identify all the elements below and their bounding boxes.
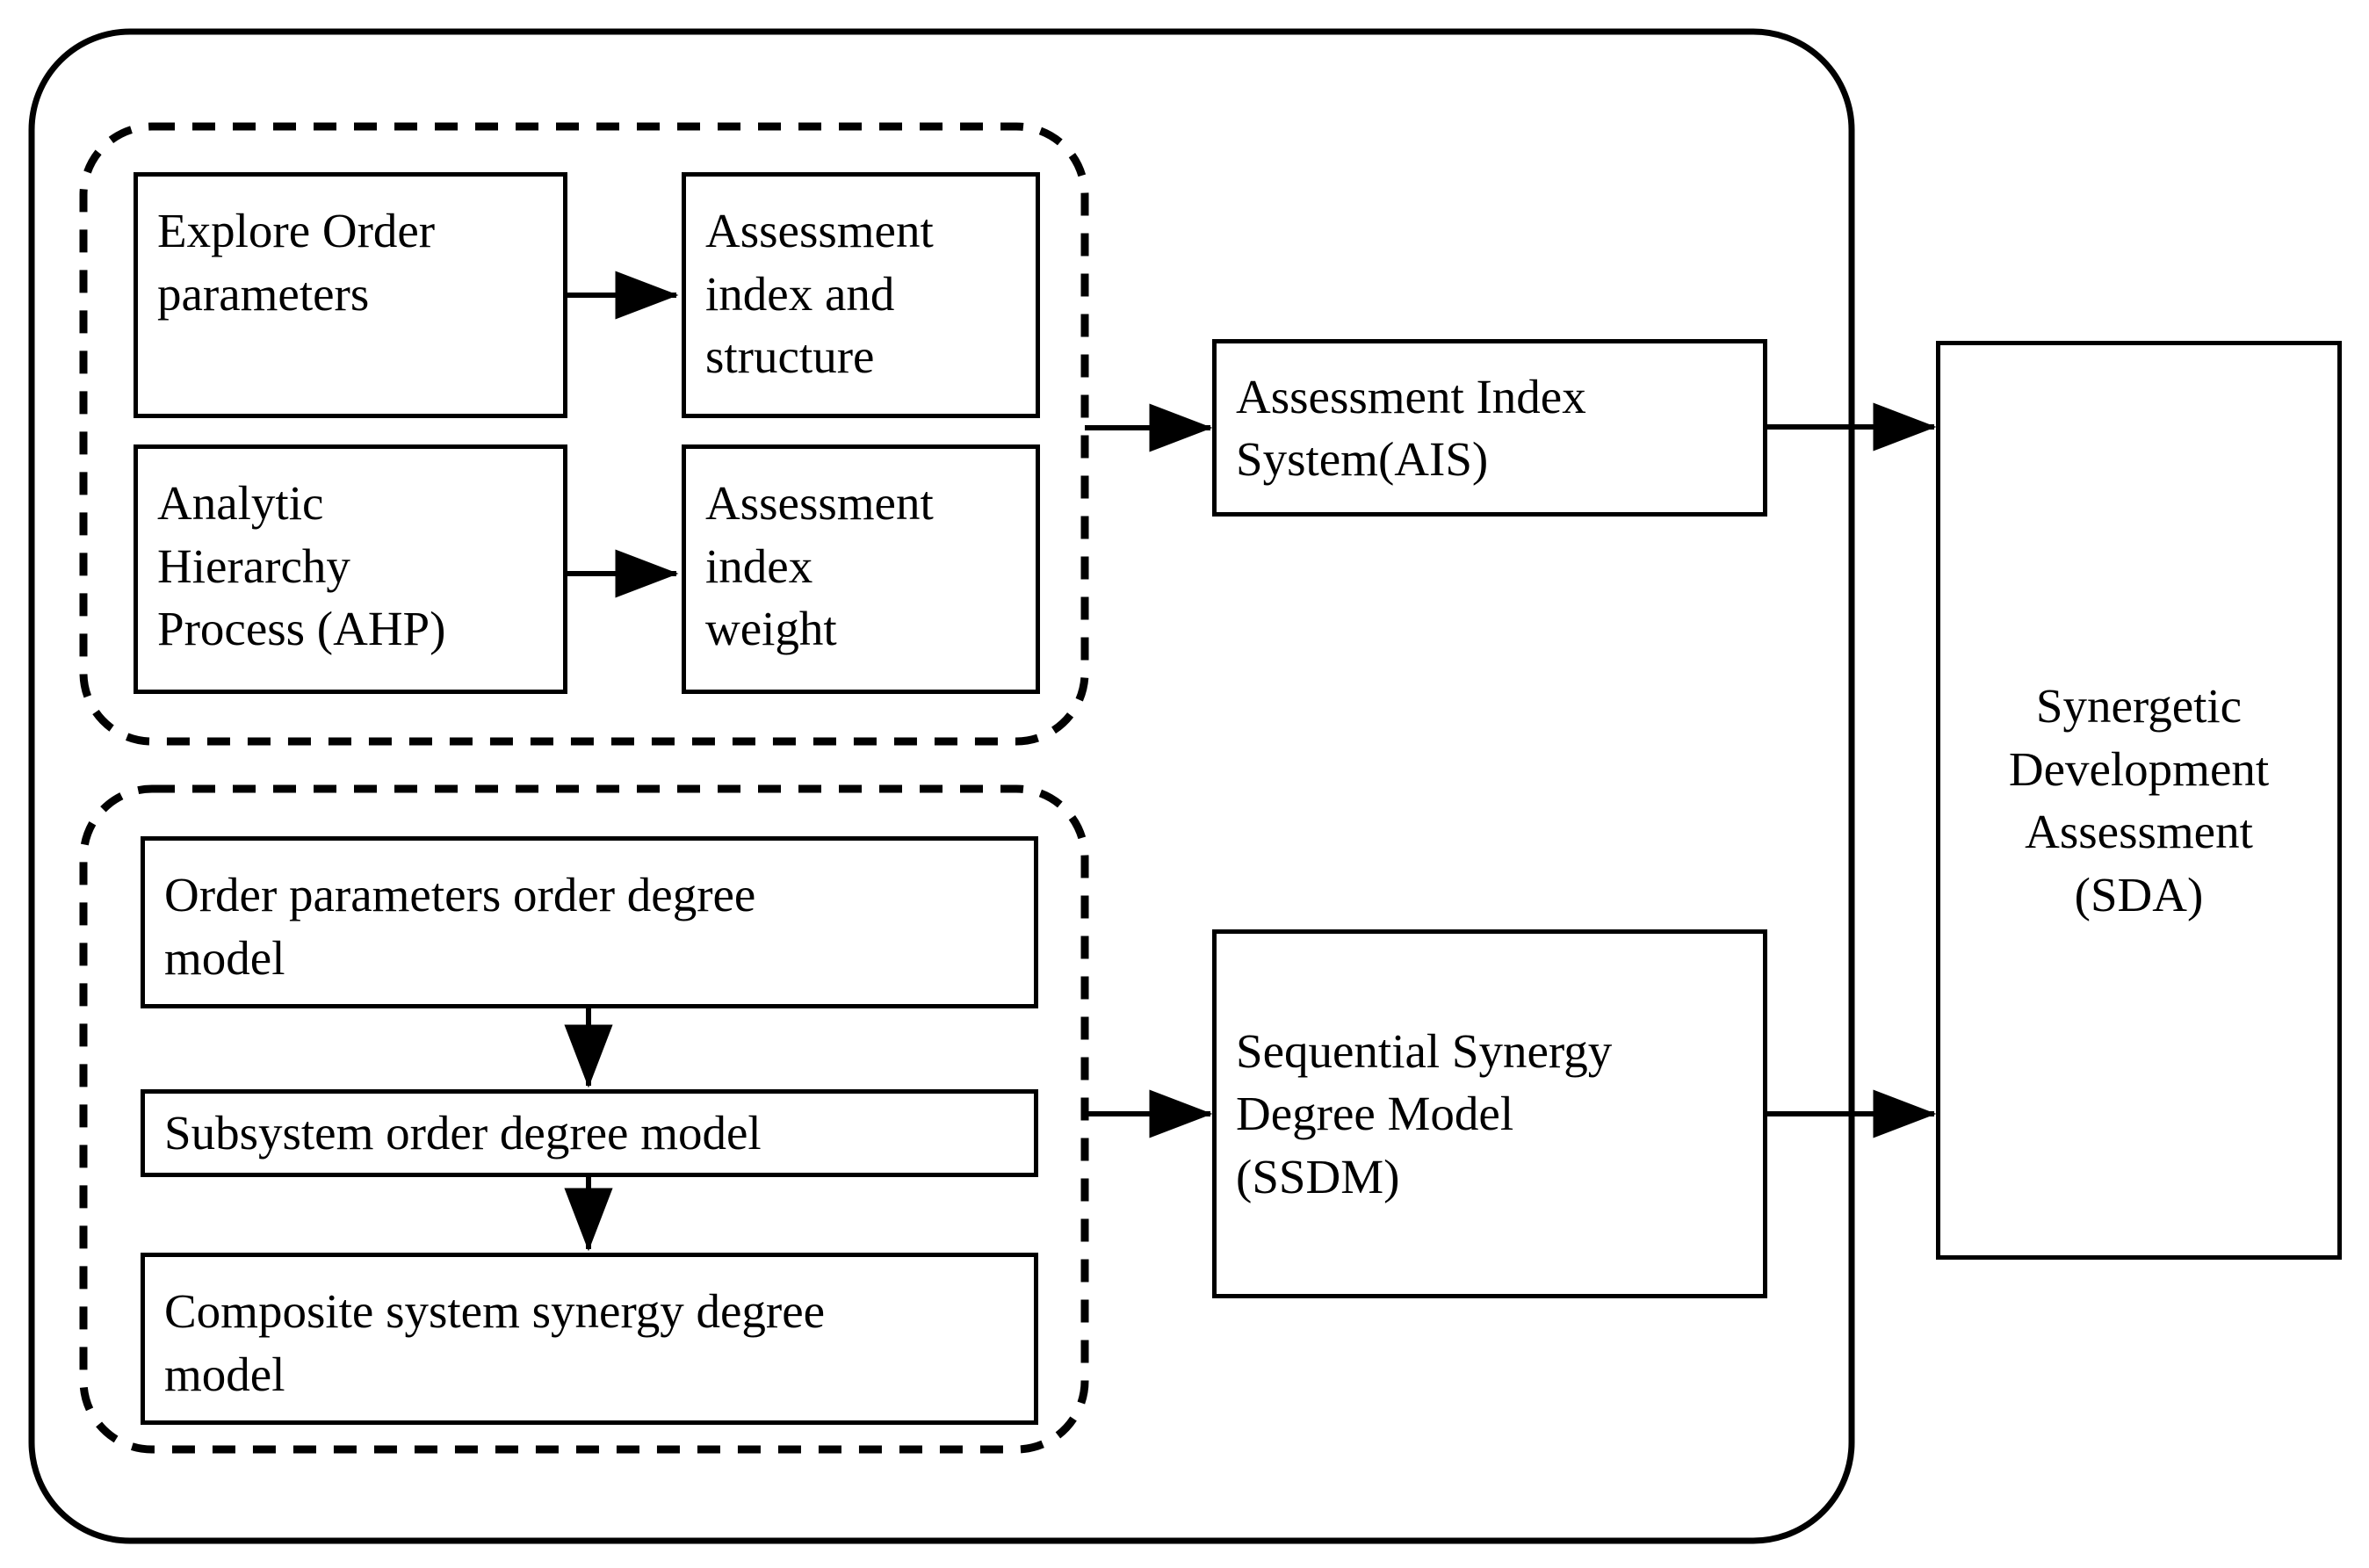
node-synergetic-development-assessment-label: Synergetic Development Assessment (SDA) bbox=[2008, 679, 2270, 921]
node-explore-order-parameters-label: Explore Order parameters bbox=[157, 204, 436, 321]
overall-framework-boundary bbox=[28, 28, 1855, 1544]
node-assessment-index-weight-label: Assessment index weight bbox=[705, 476, 934, 655]
node-order-parameters-order-degree-model[interactable]: Order parameters order degree model bbox=[141, 836, 1038, 1008]
node-composite-system-synergy-degree-model[interactable]: Composite system synergy degree model bbox=[141, 1253, 1038, 1425]
node-assessment-index-system-label: Assessment Index System(AIS) bbox=[1236, 369, 1586, 487]
synergy-model-group-boundary bbox=[79, 784, 1089, 1454]
node-assessment-index-system[interactable]: Assessment Index System(AIS) bbox=[1212, 339, 1767, 517]
node-assessment-index-and-structure[interactable]: Assessment index and structure bbox=[682, 172, 1040, 418]
node-subsystem-order-degree-model[interactable]: Subsystem order degree model bbox=[141, 1089, 1038, 1177]
node-order-parameters-order-degree-model-label: Order parameters order degree model bbox=[164, 868, 756, 985]
node-explore-order-parameters[interactable]: Explore Order parameters bbox=[134, 172, 567, 418]
node-analytic-hierarchy-process-label: Analytic Hierarchy Process (AHP) bbox=[157, 476, 446, 655]
node-analytic-hierarchy-process[interactable]: Analytic Hierarchy Process (AHP) bbox=[134, 444, 567, 694]
node-composite-system-synergy-degree-model-label: Composite system synergy degree model bbox=[164, 1284, 826, 1401]
node-synergetic-development-assessment[interactable]: Synergetic Development Assessment (SDA) bbox=[1936, 341, 2342, 1260]
node-assessment-index-weight[interactable]: Assessment index weight bbox=[682, 444, 1040, 694]
node-subsystem-order-degree-model-label: Subsystem order degree model bbox=[164, 1106, 762, 1160]
node-sequential-synergy-degree-model[interactable]: Sequential Synergy Degree Model (SSDM) bbox=[1212, 929, 1767, 1298]
index-system-group-boundary bbox=[79, 122, 1089, 746]
node-assessment-index-and-structure-label: Assessment index and structure bbox=[705, 204, 934, 383]
node-sequential-synergy-degree-model-label: Sequential Synergy Degree Model (SSDM) bbox=[1236, 1023, 1613, 1203]
